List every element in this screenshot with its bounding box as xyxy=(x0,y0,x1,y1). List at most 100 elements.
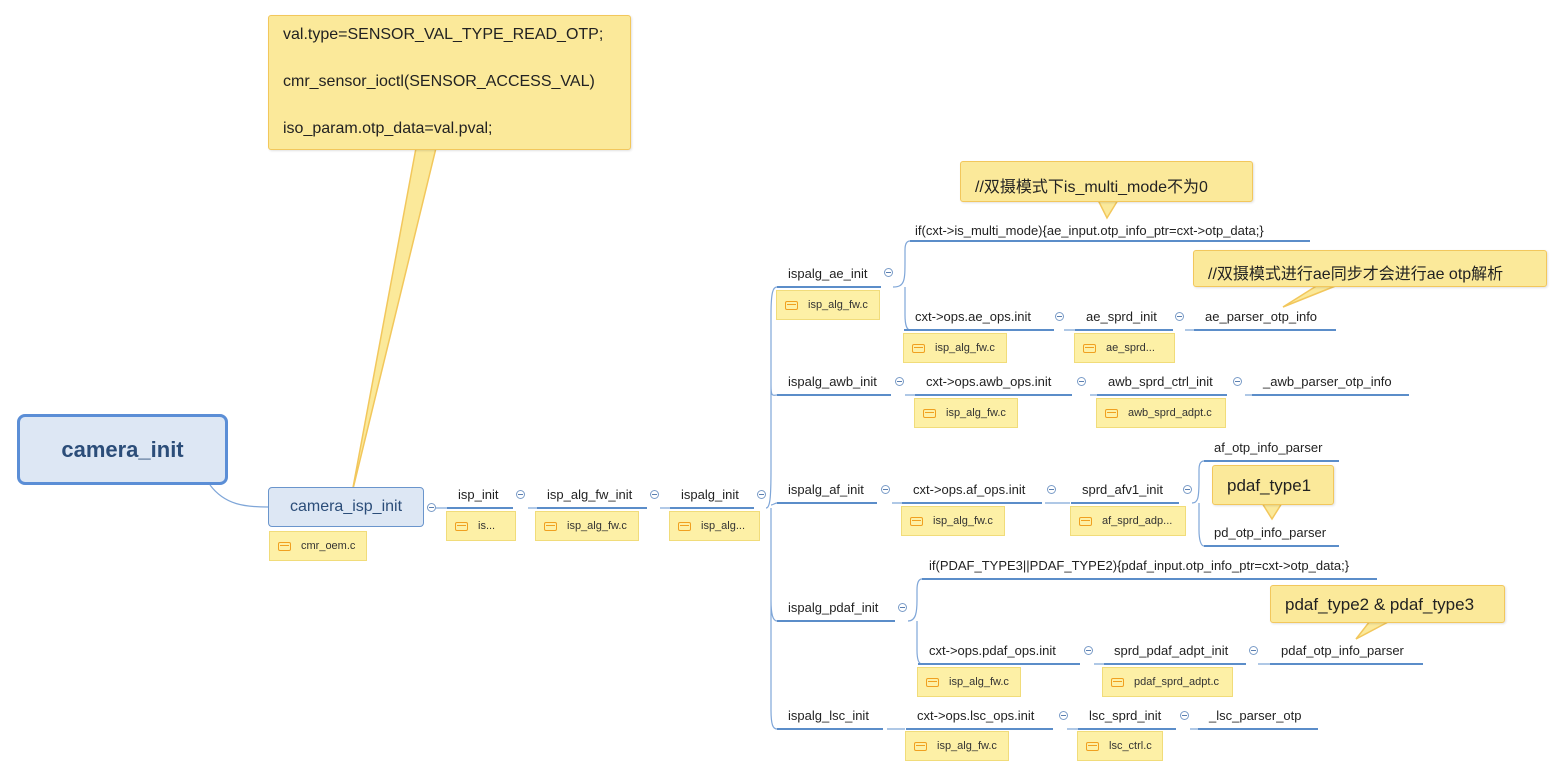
note-ae-sprd-file[interactable]: ae_sprd... xyxy=(1074,333,1175,363)
topic-ispalg-ae-init[interactable]: ispalg_ae_init xyxy=(788,266,868,281)
topic-pd-otp-info-parser[interactable]: pd_otp_info_parser xyxy=(1214,525,1327,540)
collapse-toggle-lsc-sprd[interactable] xyxy=(1180,711,1189,720)
callout-pointer-ae-sync xyxy=(1282,284,1339,308)
topic-ispalg-pdaf-init[interactable]: ispalg_pdaf_init xyxy=(788,600,879,615)
root-topic[interactable]: camera_init xyxy=(17,414,228,485)
note-icon xyxy=(455,521,468,531)
note-text: isp_alg_fw.c xyxy=(946,407,1006,419)
topic-lsc-ops-init[interactable]: cxt->ops.lsc_ops.init xyxy=(917,708,1035,723)
note-text: lsc_ctrl.c xyxy=(1109,740,1152,752)
link-af-split xyxy=(1191,460,1205,547)
topic-pdaf-otp-info-parser[interactable]: pdaf_otp_info_parser xyxy=(1281,643,1404,658)
topic-lsc-parser-otp[interactable]: _lsc_parser_otp xyxy=(1209,708,1302,723)
underline xyxy=(777,728,883,730)
topic-ae-parser-otp-info[interactable]: ae_parser_otp_info xyxy=(1205,309,1318,324)
note-icon xyxy=(923,408,936,418)
callout-ae-sync-text: //双摄模式进行ae同步才会进行ae otp解析 xyxy=(1208,266,1504,283)
topic-ispalg-af-init[interactable]: ispalg_af_init xyxy=(788,482,864,497)
note-ispalg-init[interactable]: isp_alg... xyxy=(669,511,760,541)
topic-pdaf-ops-init[interactable]: cxt->ops.pdaf_ops.init xyxy=(929,643,1056,658)
topic-sprd-afv1-init[interactable]: sprd_afv1_init xyxy=(1082,482,1163,497)
underline xyxy=(1204,545,1339,547)
underline xyxy=(1078,728,1176,730)
note-pdaf-sprd-file[interactable]: pdaf_sprd_adpt.c xyxy=(1102,667,1233,697)
collapse-toggle-lsc-ops[interactable] xyxy=(1059,711,1068,720)
note-ae-file[interactable]: isp_alg_fw.c xyxy=(776,290,880,320)
collapse-toggle-awb[interactable] xyxy=(895,377,904,386)
underline xyxy=(1204,460,1339,462)
underline xyxy=(1194,329,1336,331)
collapse-toggle-awb-ops[interactable] xyxy=(1077,377,1086,386)
collapse-toggle-ae-sprd[interactable] xyxy=(1175,312,1184,321)
collapse-toggle-pdaf-sprd[interactable] xyxy=(1249,646,1258,655)
note-text: isp_alg_fw.c xyxy=(935,342,995,354)
note-lsc-ops-file[interactable]: isp_alg_fw.c xyxy=(905,731,1009,761)
note-icon xyxy=(678,521,691,531)
note-icon xyxy=(1111,677,1124,687)
callout-pdaf-type1-text: pdaf_type1 xyxy=(1227,476,1312,495)
topic-af-ops-init[interactable]: cxt->ops.af_ops.init xyxy=(913,482,1026,497)
note-af-ops-file[interactable]: isp_alg_fw.c xyxy=(901,506,1005,536)
callout-pointer-multi-mode xyxy=(1096,199,1120,220)
collapse-toggle-isp-init[interactable] xyxy=(516,490,525,499)
topic-isp-init[interactable]: isp_init xyxy=(458,487,499,502)
topic-isp-alg-fw-init[interactable]: isp_alg_fw_init xyxy=(547,487,633,502)
top-note-line-1: val.type=SENSOR_VAL_TYPE_READ_OTP; xyxy=(283,26,604,43)
topic-lsc-sprd-init[interactable]: lsc_sprd_init xyxy=(1089,708,1162,723)
collapse-toggle-ae-ops[interactable] xyxy=(1055,312,1064,321)
root-label: camera_init xyxy=(61,436,184,462)
note-text: awb_sprd_adpt.c xyxy=(1128,407,1212,419)
collapse-toggle-awb-sprd[interactable] xyxy=(1233,377,1242,386)
note-cmr-oem[interactable]: cmr_oem.c xyxy=(269,531,367,561)
link-root-main xyxy=(209,484,269,508)
underline xyxy=(1198,728,1318,730)
note-icon xyxy=(544,521,557,531)
note-pdaf-ops-file[interactable]: isp_alg_fw.c xyxy=(917,667,1021,697)
note-lsc-sprd-file[interactable]: lsc_ctrl.c xyxy=(1077,731,1163,761)
note-icon xyxy=(1105,408,1118,418)
underline xyxy=(1075,329,1173,331)
topic-ae-ops-init[interactable]: cxt->ops.ae_ops.init xyxy=(915,309,1031,324)
note-text: af_sprd_adp... xyxy=(1102,515,1173,527)
underline xyxy=(1071,502,1179,504)
note-af-sprd-file[interactable]: af_sprd_adp... xyxy=(1070,506,1186,536)
collapse-toggle-isp-alg-fw-init[interactable] xyxy=(650,490,659,499)
topic-af-otp-info-parser[interactable]: af_otp_info_parser xyxy=(1214,440,1323,455)
note-awb-sprd-file[interactable]: awb_sprd_adpt.c xyxy=(1096,398,1226,428)
collapse-toggle-af-ops[interactable] xyxy=(1047,485,1056,494)
underline xyxy=(918,663,1080,665)
collapse-toggle-pdaf[interactable] xyxy=(898,603,907,612)
underline xyxy=(902,502,1042,504)
collapse-toggle-af-sprd[interactable] xyxy=(1183,485,1192,494)
top-note-callout: val.type=SENSOR_VAL_TYPE_READ_OTP; cmr_s… xyxy=(268,15,631,150)
topic-awb-parser-otp-info[interactable]: _awb_parser_otp_info xyxy=(1263,374,1392,389)
note-isp-alg-fw-init[interactable]: isp_alg_fw.c xyxy=(535,511,639,541)
topic-ispalg-lsc-init[interactable]: ispalg_lsc_init xyxy=(788,708,869,723)
collapse-toggle-af[interactable] xyxy=(881,485,890,494)
collapse-toggle-ae[interactable] xyxy=(884,268,893,277)
link-ispalg-branches xyxy=(765,286,778,730)
topic-ae-sprd-init[interactable]: ae_sprd_init xyxy=(1086,309,1157,324)
camera-isp-init-topic[interactable]: camera_isp_init xyxy=(268,487,424,527)
collapse-toggle-ispalg-init[interactable] xyxy=(757,490,766,499)
topic-ae-multi-mode-cond[interactable]: if(cxt->is_multi_mode){ae_input.otp_info… xyxy=(915,223,1264,238)
topic-pdaf-type-cond[interactable]: if(PDAF_TYPE3||PDAF_TYPE2){pdaf_input.ot… xyxy=(929,558,1350,573)
note-icon xyxy=(912,343,925,353)
note-ae-ops-file[interactable]: isp_alg_fw.c xyxy=(903,333,1007,363)
topic-awb-sprd-ctrl-init[interactable]: awb_sprd_ctrl_init xyxy=(1108,374,1213,389)
topic-awb-ops-init[interactable]: cxt->ops.awb_ops.init xyxy=(926,374,1052,389)
link-pdaf-split xyxy=(907,578,923,665)
underline xyxy=(777,286,881,288)
collapse-toggle-main[interactable] xyxy=(427,503,436,512)
note-awb-ops-file[interactable]: isp_alg_fw.c xyxy=(914,398,1018,428)
note-icon xyxy=(926,677,939,687)
note-isp-init[interactable]: is... xyxy=(446,511,516,541)
underline xyxy=(1097,394,1227,396)
underline xyxy=(670,507,754,509)
note-icon xyxy=(914,741,927,751)
topic-ispalg-init[interactable]: ispalg_init xyxy=(681,487,739,502)
collapse-toggle-pdaf-ops[interactable] xyxy=(1084,646,1093,655)
topic-sprd-pdaf-adpt-init[interactable]: sprd_pdaf_adpt_init xyxy=(1114,643,1229,658)
topic-ispalg-awb-init[interactable]: ispalg_awb_init xyxy=(788,374,877,389)
